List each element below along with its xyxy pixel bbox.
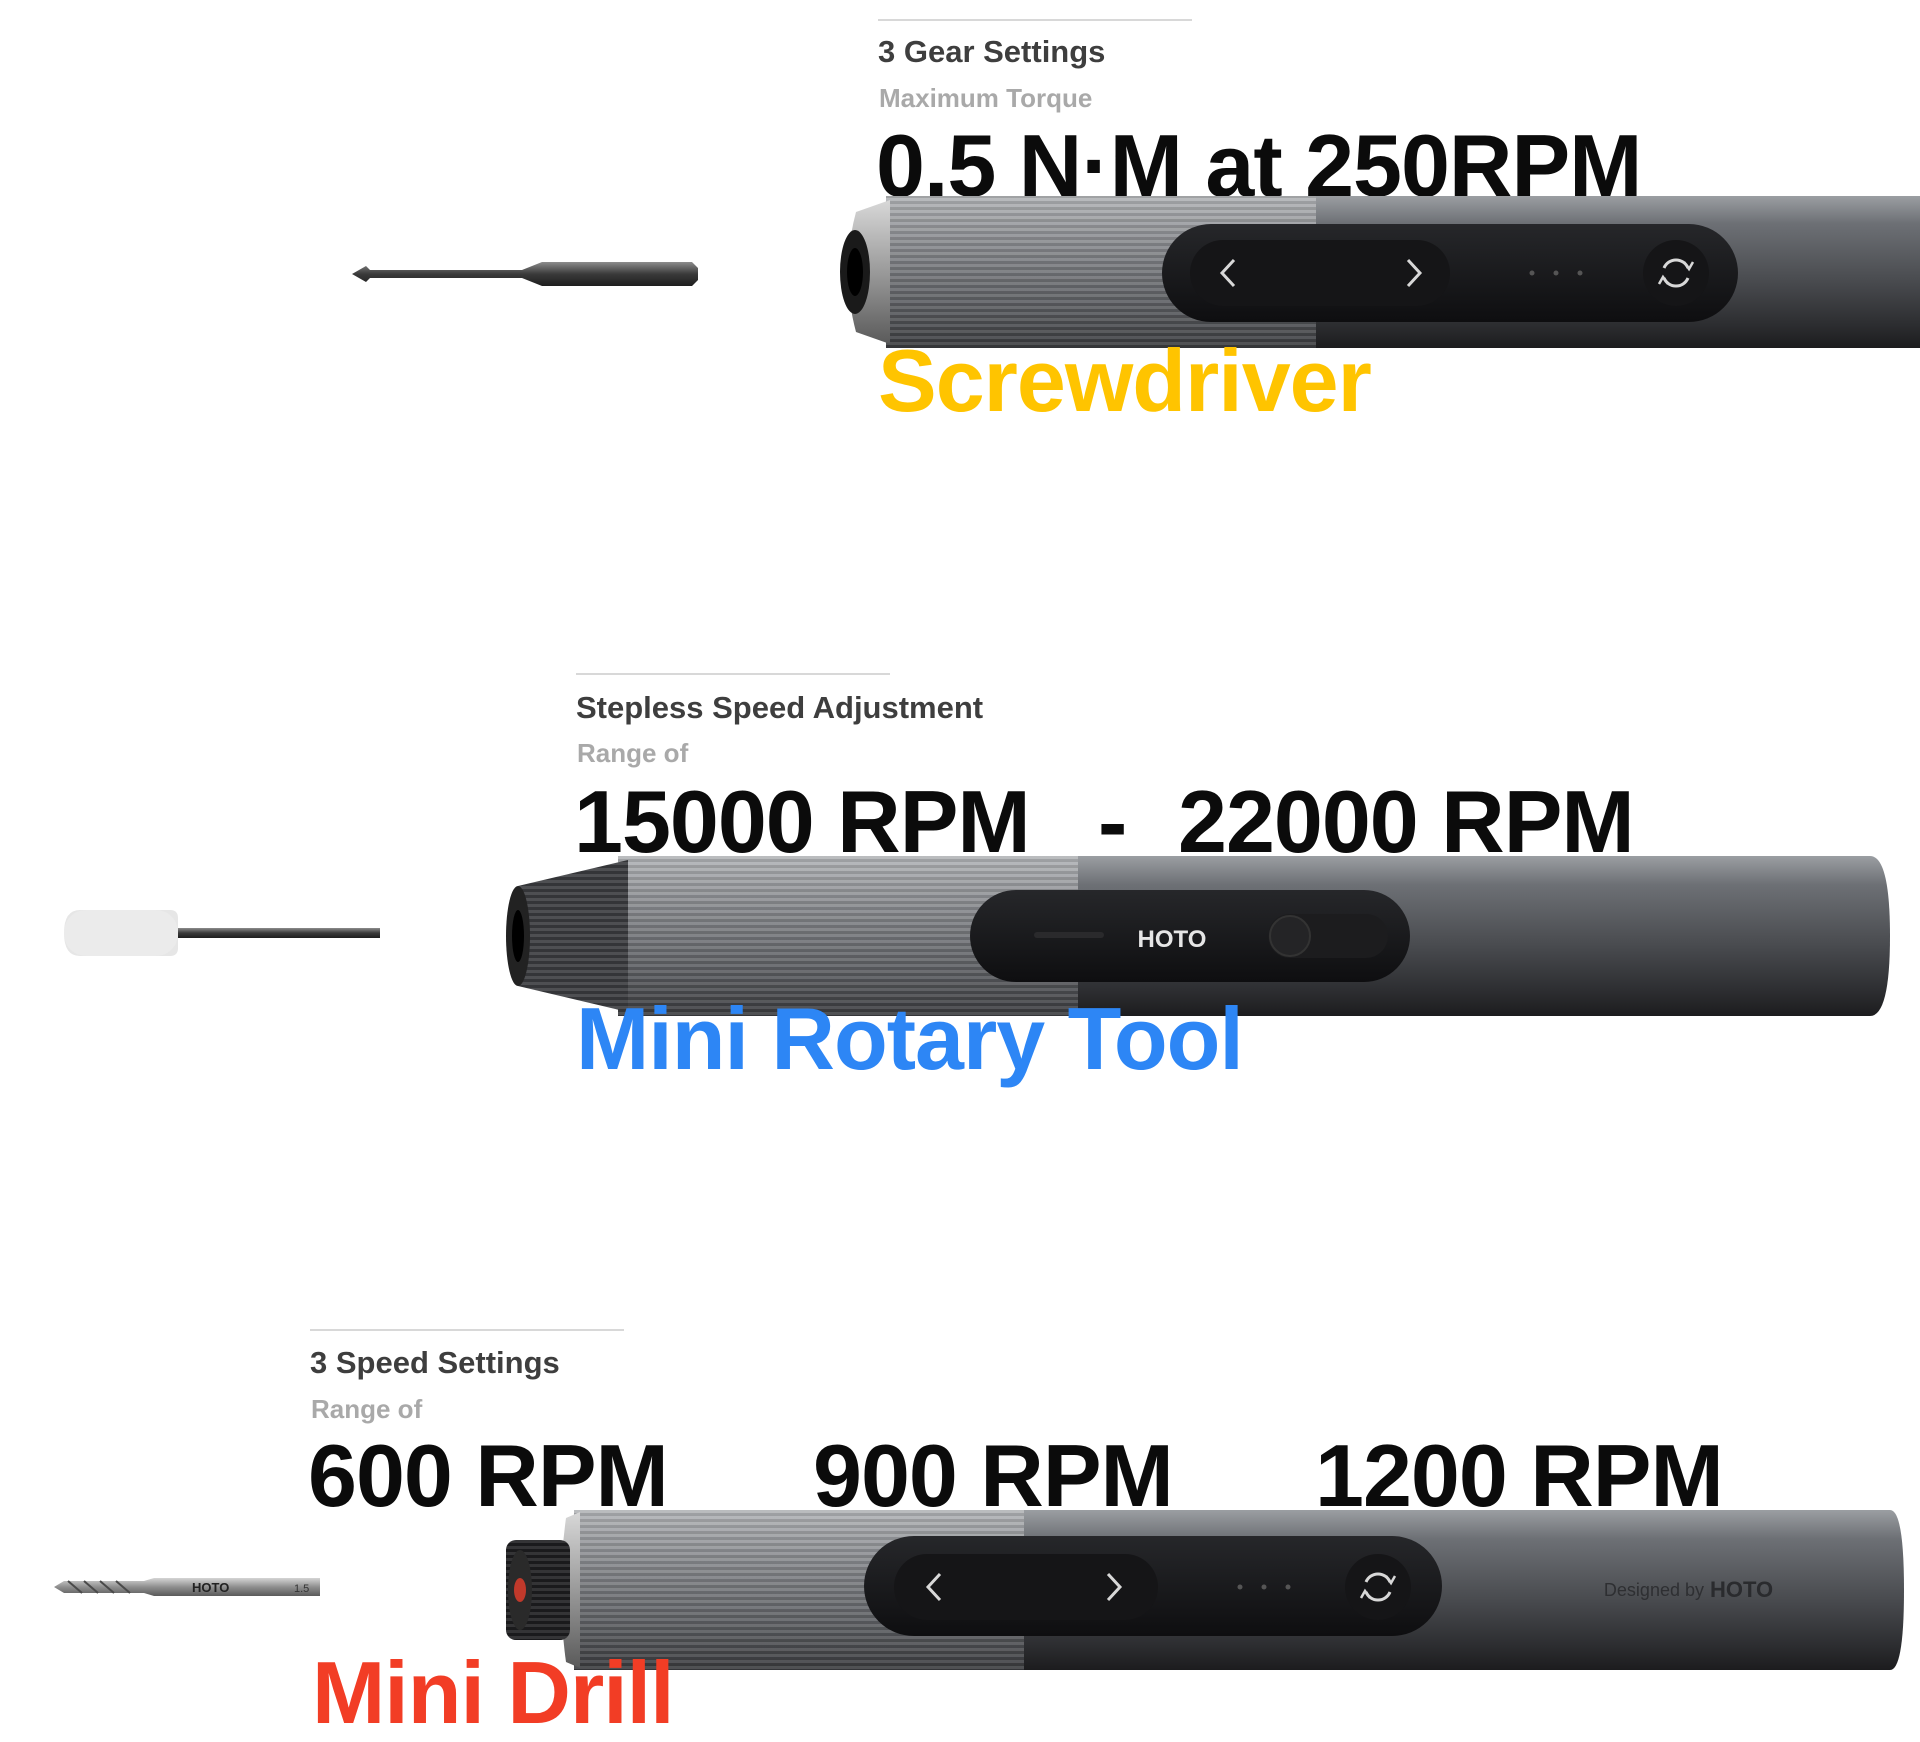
rotary-speed-separator: - bbox=[1098, 772, 1128, 871]
screwdriver-body bbox=[800, 192, 1920, 352]
screwdriver-subheading: Maximum Torque bbox=[879, 83, 1093, 113]
screwdriver-heading: 3 Gear Settings bbox=[878, 34, 1106, 69]
drill-engraving-brand: HOTO bbox=[1710, 1577, 1773, 1602]
rotary-heading: Stepless Speed Adjustment bbox=[576, 690, 984, 725]
drill-speed-low: 600 RPM bbox=[308, 1426, 669, 1525]
rotary-divider bbox=[576, 673, 890, 675]
drill-bit-brand: HOTO bbox=[192, 1580, 229, 1595]
rotate-icon[interactable] bbox=[1359, 1572, 1397, 1602]
screwdriver-bit bbox=[352, 254, 702, 299]
power-button[interactable] bbox=[1034, 932, 1104, 938]
screwdriver-divider bbox=[878, 19, 1192, 21]
rotary-title: Mini Rotary Tool bbox=[576, 989, 1244, 1088]
drill-section: 3 Speed Settings Range of 600 RPM 900 RP… bbox=[0, 1316, 1920, 1737]
drill-engraving-prefix: Designed by bbox=[1604, 1580, 1704, 1600]
chevron-right-icon[interactable] bbox=[1406, 258, 1423, 288]
drill-bit-size: 1.5 bbox=[294, 1583, 309, 1595]
chevron-right-icon[interactable] bbox=[1106, 1572, 1123, 1602]
rotary-body: HOTO bbox=[498, 850, 1898, 1020]
rotary-speed-max: 22000 RPM bbox=[1178, 772, 1635, 871]
indicator-dots bbox=[1529, 270, 1583, 276]
rotary-section: Stepless Speed Adjustment Range of 15000… bbox=[0, 660, 1920, 1100]
chevron-left-icon[interactable] bbox=[925, 1572, 942, 1602]
rotary-subheading: Range of bbox=[577, 738, 689, 768]
speed-slider[interactable] bbox=[1268, 914, 1388, 958]
drill-bit: HOTO 1.5 bbox=[54, 1572, 324, 1607]
drill-title: Mini Drill bbox=[312, 1643, 675, 1742]
drill-divider bbox=[310, 1329, 624, 1331]
indicator-dots bbox=[1237, 1584, 1291, 1590]
drill-speed-high: 1200 RPM bbox=[1315, 1426, 1724, 1525]
drill-heading: 3 Speed Settings bbox=[310, 1345, 560, 1380]
rotate-icon[interactable] bbox=[1657, 258, 1695, 288]
drill-body: Designed by HOTO bbox=[504, 1504, 1904, 1674]
screwdriver-torque-value: 0.5 N·M at 250RPM bbox=[876, 116, 1642, 215]
screwdriver-title: Screwdriver bbox=[878, 331, 1372, 430]
drill-speed-mid: 900 RPM bbox=[813, 1426, 1174, 1525]
rotary-brand-logo: HOTO bbox=[1138, 926, 1207, 953]
chevron-left-icon[interactable] bbox=[1219, 258, 1236, 288]
drill-subheading: Range of bbox=[311, 1394, 423, 1424]
rotary-felt-bit bbox=[64, 904, 384, 969]
rotary-speed-min: 15000 RPM bbox=[574, 772, 1031, 871]
screwdriver-section: 3 Gear Settings Maximum Torque 0.5 N·M a… bbox=[0, 0, 1920, 440]
